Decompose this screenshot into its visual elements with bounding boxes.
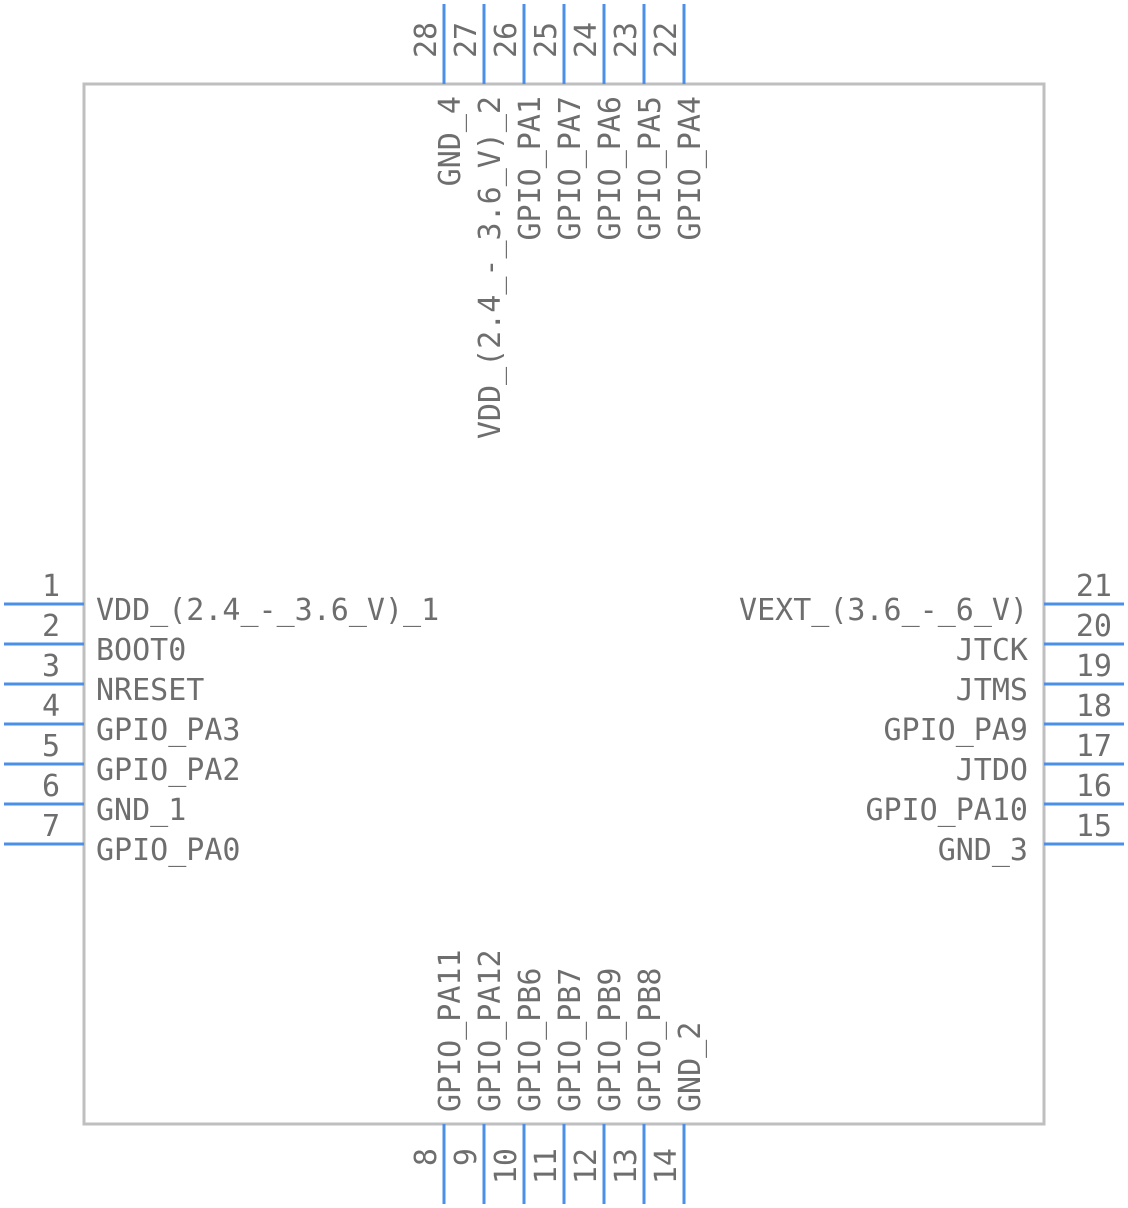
pin-17-number: 17 [1076,729,1112,764]
pin-6-number: 6 [42,769,60,804]
pin-12-name: GPIO_PB9 [593,968,628,1113]
pin-2-number: 2 [42,609,60,644]
pin-16-number: 16 [1076,769,1112,804]
pin-25-name: GPIO_PA7 [553,96,588,241]
pin-9-name: GPIO_PA12 [473,949,508,1112]
pin-23-name: GPIO_PA5 [633,96,668,241]
pin-6-name: GND_1 [96,793,186,828]
pin-20-name: JTCK [956,633,1028,668]
pin-14-name: GND_2 [673,1022,708,1112]
pin-1-name: VDD_(2.4_-_3.6_V)_1 [96,593,439,628]
pin-21-name: VEXT_(3.6_-_6_V) [739,593,1028,628]
pin-15-number: 15 [1076,809,1112,844]
pin-16-name: GPIO_PA10 [865,793,1028,828]
pin-9-number: 9 [449,1148,484,1166]
pin-10-name: GPIO_PB6 [513,968,548,1113]
pin-22-name: GPIO_PA4 [673,96,708,241]
pin-19-name: JTMS [956,673,1028,708]
pin-10-number: 10 [489,1148,524,1184]
pin-22-number: 22 [649,22,684,58]
pin-20-number: 20 [1076,609,1112,644]
pin-23-number: 23 [609,22,644,58]
pin-3-number: 3 [42,649,60,684]
pin-1-number: 1 [42,569,60,604]
pin-28-name: GND_4 [433,96,468,186]
pin-13-name: GPIO_PB8 [633,968,668,1113]
pin-8-number: 8 [409,1148,444,1166]
component-body [82,82,1046,1126]
pin-2-name: BOOT0 [96,633,186,668]
pin-4-name: GPIO_PA3 [96,713,241,748]
pin-11-number: 11 [529,1148,564,1184]
pin-17-name: JTDO [956,753,1028,788]
pin-26-name: GPIO_PA1 [513,96,548,241]
pin-3-name: NRESET [96,673,204,708]
pin-26-number: 26 [489,22,524,58]
pin-4-number: 4 [42,689,60,724]
pin-15-name: GND_3 [938,833,1028,868]
pin-13-number: 13 [609,1148,644,1184]
pin-5-number: 5 [42,729,60,764]
pin-12-number: 12 [569,1148,604,1184]
pin-25-number: 25 [529,22,564,58]
pin-8-name: GPIO_PA11 [433,949,468,1112]
pin-28-number: 28 [409,22,444,58]
pin-24-number: 24 [569,22,604,58]
pin-24-name: GPIO_PA6 [593,96,628,241]
pin-21-number: 21 [1076,569,1112,604]
pin-18-number: 18 [1076,689,1112,724]
pin-7-number: 7 [42,809,60,844]
pin-7-name: GPIO_PA0 [96,833,241,868]
pin-5-name: GPIO_PA2 [96,753,241,788]
pin-27-name: VDD_(2.4_-_3.6_V)_2 [473,96,508,439]
pin-14-number: 14 [649,1148,684,1184]
pin-27-number: 27 [449,22,484,58]
pin-19-number: 19 [1076,649,1112,684]
pin-11-name: GPIO_PB7 [553,968,588,1113]
bottom-pin-group: 8 GPIO_PA11 9 GPIO_PA12 10 GPIO_PB6 11 GPIO_PB7… [409,949,708,1204]
pin-18-name: GPIO_PA9 [884,713,1029,748]
